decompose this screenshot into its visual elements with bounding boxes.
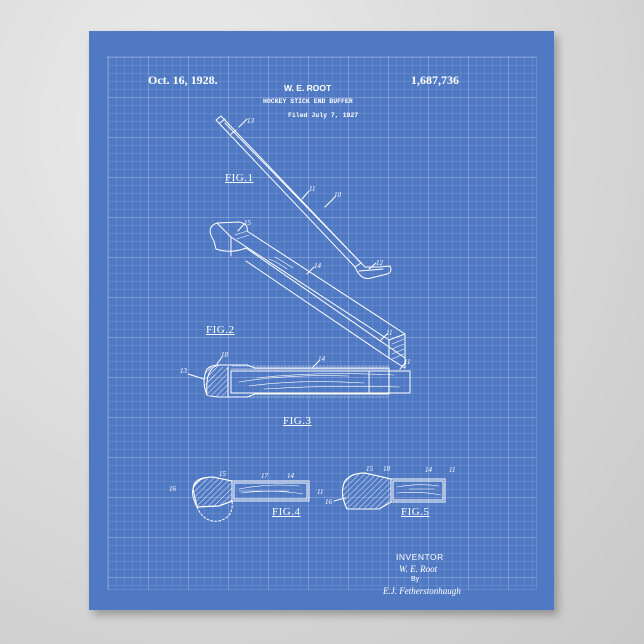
attorney-signature: E.J. Fetherstonhaugh bbox=[383, 586, 461, 596]
svg-text:16: 16 bbox=[169, 485, 177, 493]
svg-text:18: 18 bbox=[221, 351, 229, 359]
svg-text:11: 11 bbox=[404, 358, 410, 366]
patent-drawings: 13 11 10 12 15 14 11 bbox=[169, 115, 455, 522]
fig2-label: FIG.2 bbox=[206, 324, 235, 336]
svg-text:11: 11 bbox=[386, 329, 392, 337]
svg-text:14: 14 bbox=[287, 472, 295, 480]
fig1-hockey-stick-drawing: 13 11 10 12 bbox=[215, 115, 392, 279]
svg-text:11: 11 bbox=[449, 466, 455, 474]
svg-text:12: 12 bbox=[376, 259, 384, 267]
svg-text:15: 15 bbox=[219, 470, 227, 478]
svg-text:15: 15 bbox=[244, 219, 252, 227]
svg-text:13: 13 bbox=[247, 117, 255, 125]
inventor-name: W. E. ROOT bbox=[284, 83, 332, 93]
svg-text:18: 18 bbox=[383, 465, 391, 473]
filed-date: Filed July 7, 1927 bbox=[288, 112, 359, 119]
svg-text:11: 11 bbox=[309, 185, 315, 193]
svg-text:10: 10 bbox=[334, 191, 342, 199]
svg-text:14: 14 bbox=[314, 262, 322, 270]
svg-text:11: 11 bbox=[317, 488, 323, 496]
by-label: By bbox=[411, 576, 420, 583]
svg-text:13: 13 bbox=[180, 367, 188, 375]
blueprint-grid bbox=[107, 56, 537, 590]
svg-text:15: 15 bbox=[366, 465, 374, 473]
fig2-buffer-drawing: 15 14 11 bbox=[209, 219, 406, 369]
fig5-label: FIG.5 bbox=[401, 506, 430, 518]
fig4-section-drawing: 16 15 17 14 11 bbox=[169, 470, 323, 522]
svg-text:14: 14 bbox=[425, 466, 433, 474]
blueprint-poster: Oct. 16, 1928. 1,687,736 W. E. ROOT HOCK… bbox=[89, 31, 554, 610]
patent-date: Oct. 16, 1928. bbox=[148, 73, 218, 87]
inventor-signature: W. E. Root bbox=[399, 564, 438, 574]
fig3-label: FIG.3 bbox=[283, 415, 312, 427]
fig5-section-drawing: 16 15 18 14 11 bbox=[325, 465, 455, 510]
patent-title: HOCKEY STICK END BUFFER bbox=[263, 98, 353, 105]
fig1-label: FIG.1 bbox=[225, 172, 254, 184]
fig3-section-drawing: 13 18 14 11 bbox=[180, 351, 411, 398]
fig4-label: FIG.4 bbox=[272, 506, 301, 518]
inventor-label: INVENTOR bbox=[396, 552, 444, 562]
svg-text:14: 14 bbox=[318, 355, 326, 363]
patent-number: 1,687,736 bbox=[411, 73, 459, 87]
svg-text:17: 17 bbox=[261, 472, 269, 480]
svg-text:16: 16 bbox=[325, 498, 333, 506]
